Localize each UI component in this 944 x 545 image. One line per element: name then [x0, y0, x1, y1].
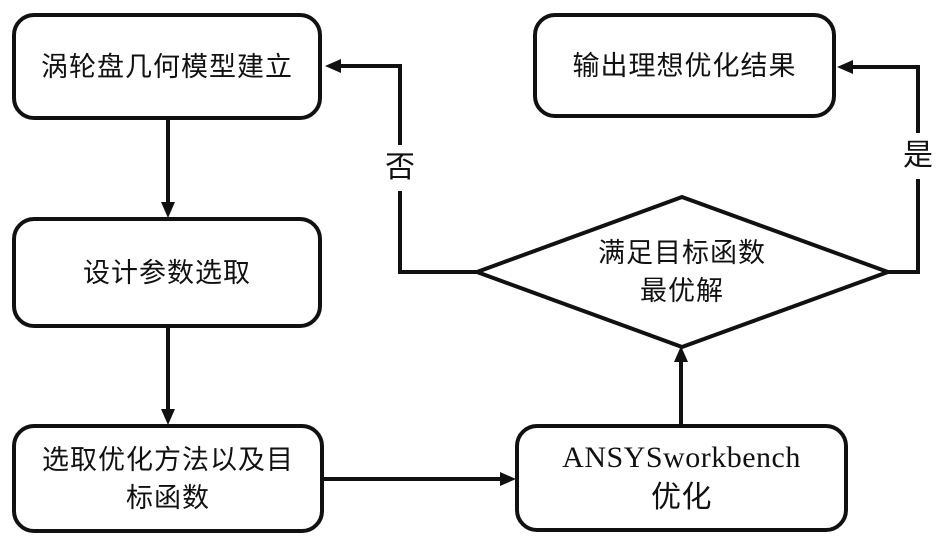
node-design-params: 设计参数选取 [12, 217, 322, 328]
arrowhead-decision-to-output [837, 60, 853, 74]
node-label: 输出理想优化结果 [572, 50, 797, 81]
node-decision-label: 满足目标函数 最优解 [552, 231, 812, 313]
node-label-line1: ANSYSworkbench [562, 441, 801, 474]
node-label-line1: 选取优化方法以及目 [42, 444, 294, 475]
branch-label-no: 否 [380, 145, 420, 191]
decision-line2: 最优解 [640, 276, 724, 306]
decision-line1: 满足目标函数 [598, 238, 766, 268]
node-output-result: 输出理想优化结果 [533, 13, 836, 118]
node-ansys-workbench: ANSYSworkbench 优化 [515, 424, 848, 532]
arrowhead-model-to-params [161, 202, 175, 218]
node-optimization-method: 选取优化方法以及目 标函数 [12, 424, 324, 533]
arrowhead-ansys-to-decision [674, 346, 688, 362]
node-label: 涡轮盘几何模型建立 [41, 51, 293, 82]
arrowhead-decision-to-model [325, 59, 341, 73]
node-label-line2: 优化 [651, 481, 712, 514]
decision-diamond-shape [471, 194, 894, 350]
node-turbine-disk-model: 涡轮盘几何模型建立 [12, 13, 322, 120]
branch-label-yes: 是 [898, 133, 938, 179]
arrowhead-params-to-method [161, 409, 175, 425]
arrowhead-method-to-ansys [500, 472, 516, 486]
node-label: 设计参数选取 [83, 257, 251, 288]
node-label-line2: 标函数 [126, 482, 210, 513]
